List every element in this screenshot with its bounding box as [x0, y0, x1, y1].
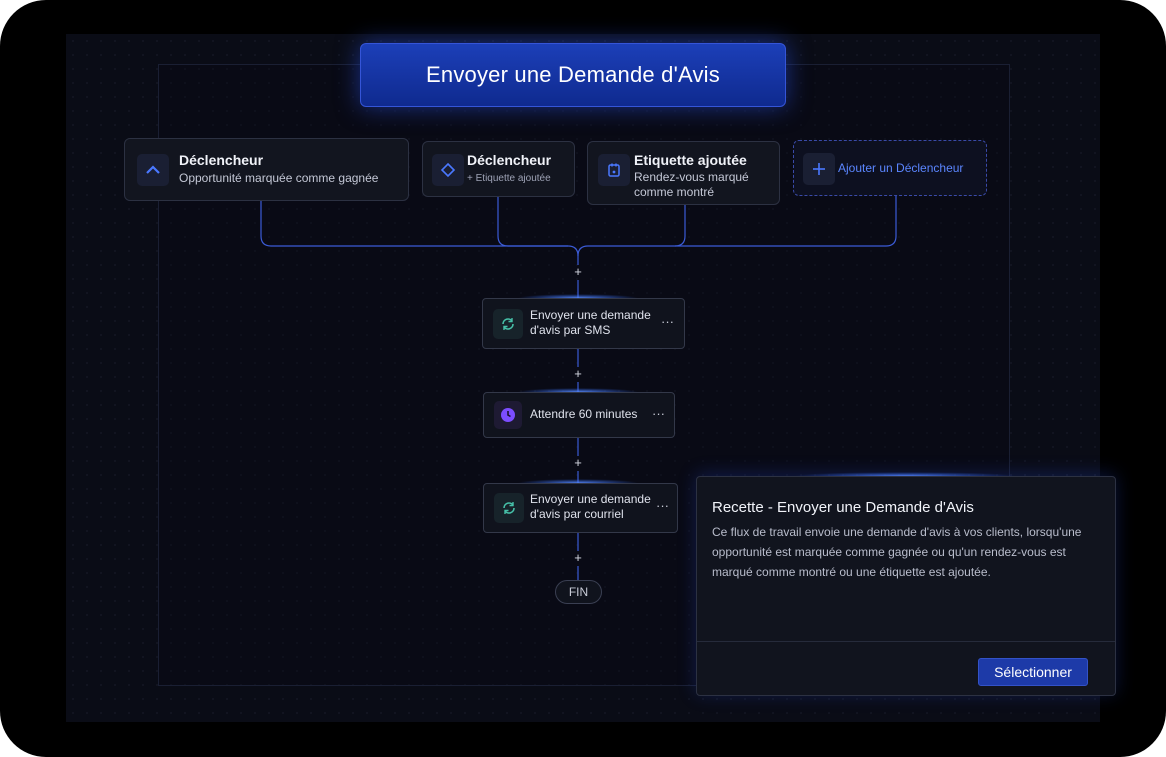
trigger-subtitle-line1: Rendez-vous marqué	[634, 170, 749, 184]
add-step-plus[interactable]: +	[574, 550, 582, 565]
select-button-label: Sélectionner	[994, 664, 1072, 680]
step-label-line2: d'avis par courriel	[530, 507, 624, 521]
workflow-title: Envoyer une Demande d'Avis	[426, 62, 720, 87]
plus-icon	[803, 153, 835, 185]
trigger-title: Etiquette ajoutée	[634, 152, 747, 168]
step-label-line2: d'avis par SMS	[530, 323, 611, 337]
step-label-line1: Envoyer une demande	[530, 492, 651, 506]
trigger-subtitle-line2: comme montré	[634, 185, 715, 199]
step-send-email-review[interactable]: Envoyer une demande d'avis par courriel …	[483, 483, 678, 533]
add-step-plus[interactable]: +	[574, 264, 582, 279]
step-label-line1: Envoyer une demande	[530, 308, 651, 322]
refresh-icon	[493, 309, 523, 339]
workflow-title-banner: Envoyer une Demande d'Avis	[360, 43, 786, 107]
recipe-panel: Recette - Envoyer une Demande d'Avis Ce …	[696, 476, 1116, 696]
add-step-plus[interactable]: +	[574, 366, 582, 381]
trigger-title: Déclencheur	[179, 152, 264, 168]
select-button[interactable]: Sélectionner	[978, 658, 1088, 686]
end-node: FIN	[555, 580, 602, 604]
diamond-icon	[432, 154, 464, 186]
add-trigger-label: Ajouter un Déclencheur	[838, 161, 964, 175]
recipe-title: Recette - Envoyer une Demande d'Avis	[712, 499, 974, 516]
add-step-plus[interactable]: +	[574, 455, 582, 470]
end-label: FIN	[568, 585, 589, 599]
trigger-card-tag[interactable]: Déclencheur + Etiquette ajoutée	[422, 141, 575, 197]
recipe-description: Ce flux de travail envoie une demande d'…	[712, 525, 1082, 579]
trigger-subtitle: + Etiquette ajoutée	[467, 173, 551, 184]
trigger-title: Déclencheur	[467, 152, 552, 168]
trigger-card-appointment[interactable]: Etiquette ajoutée Rendez-vous marqué com…	[587, 141, 780, 205]
trigger-subtitle: Opportunité marquée comme gagnée	[179, 171, 379, 185]
step-menu-button[interactable]: ···	[656, 498, 669, 513]
add-trigger-button[interactable]: Ajouter un Déclencheur	[793, 140, 987, 196]
step-menu-button[interactable]: ···	[652, 406, 665, 421]
refresh-icon	[494, 493, 524, 523]
divider	[697, 641, 1115, 642]
step-send-sms-review[interactable]: Envoyer une demande d'avis par SMS ···	[482, 298, 685, 349]
step-label-line1: Attendre 60 minutes	[530, 407, 638, 421]
calendar-icon	[598, 154, 630, 186]
clock-icon	[494, 401, 522, 429]
step-menu-button[interactable]: ···	[661, 314, 674, 329]
trigger-card-opportunity[interactable]: Déclencheur Opportunité marquée comme ga…	[124, 138, 409, 201]
chevron-up-icon	[137, 154, 169, 186]
step-wait[interactable]: Attendre 60 minutes ···	[483, 392, 675, 438]
